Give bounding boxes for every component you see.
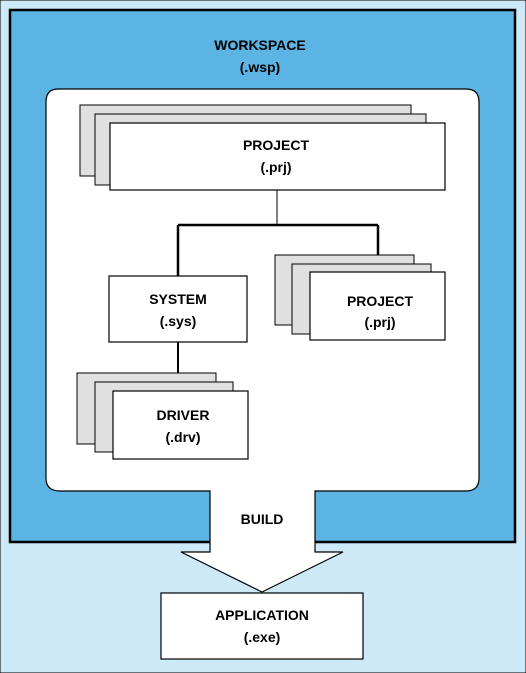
build-panel xyxy=(45,88,480,593)
build-label: BUILD xyxy=(241,511,284,527)
application-title: APPLICATION xyxy=(215,607,309,623)
driver-stack: DRIVER (.drv) xyxy=(76,372,249,460)
application-ext: (.exe) xyxy=(244,629,281,645)
driver-title: DRIVER xyxy=(157,407,210,423)
project-main-stack: PROJECT (.prj) xyxy=(79,104,446,191)
system-box xyxy=(108,275,248,343)
project-sub-title: PROJECT xyxy=(347,293,414,309)
project-main-title: PROJECT xyxy=(243,137,310,153)
driver-box xyxy=(112,390,249,460)
project-sub-stack: PROJECT (.prj) xyxy=(274,254,446,341)
workspace-ext: (.wsp) xyxy=(240,59,280,75)
system-title: SYSTEM xyxy=(149,291,207,307)
driver-ext: (.drv) xyxy=(166,429,201,445)
system-ext: (.sys) xyxy=(160,313,197,329)
system-group: SYSTEM (.sys) xyxy=(108,275,248,343)
application-group: APPLICATION (.exe) xyxy=(160,592,364,660)
project-sub-ext: (.prj) xyxy=(364,314,395,330)
project-sub-box xyxy=(309,271,446,341)
workspace-title: WORKSPACE xyxy=(214,37,306,53)
application-box xyxy=(160,592,364,660)
project-main-box xyxy=(109,122,446,191)
project-main-ext: (.prj) xyxy=(260,159,291,175)
